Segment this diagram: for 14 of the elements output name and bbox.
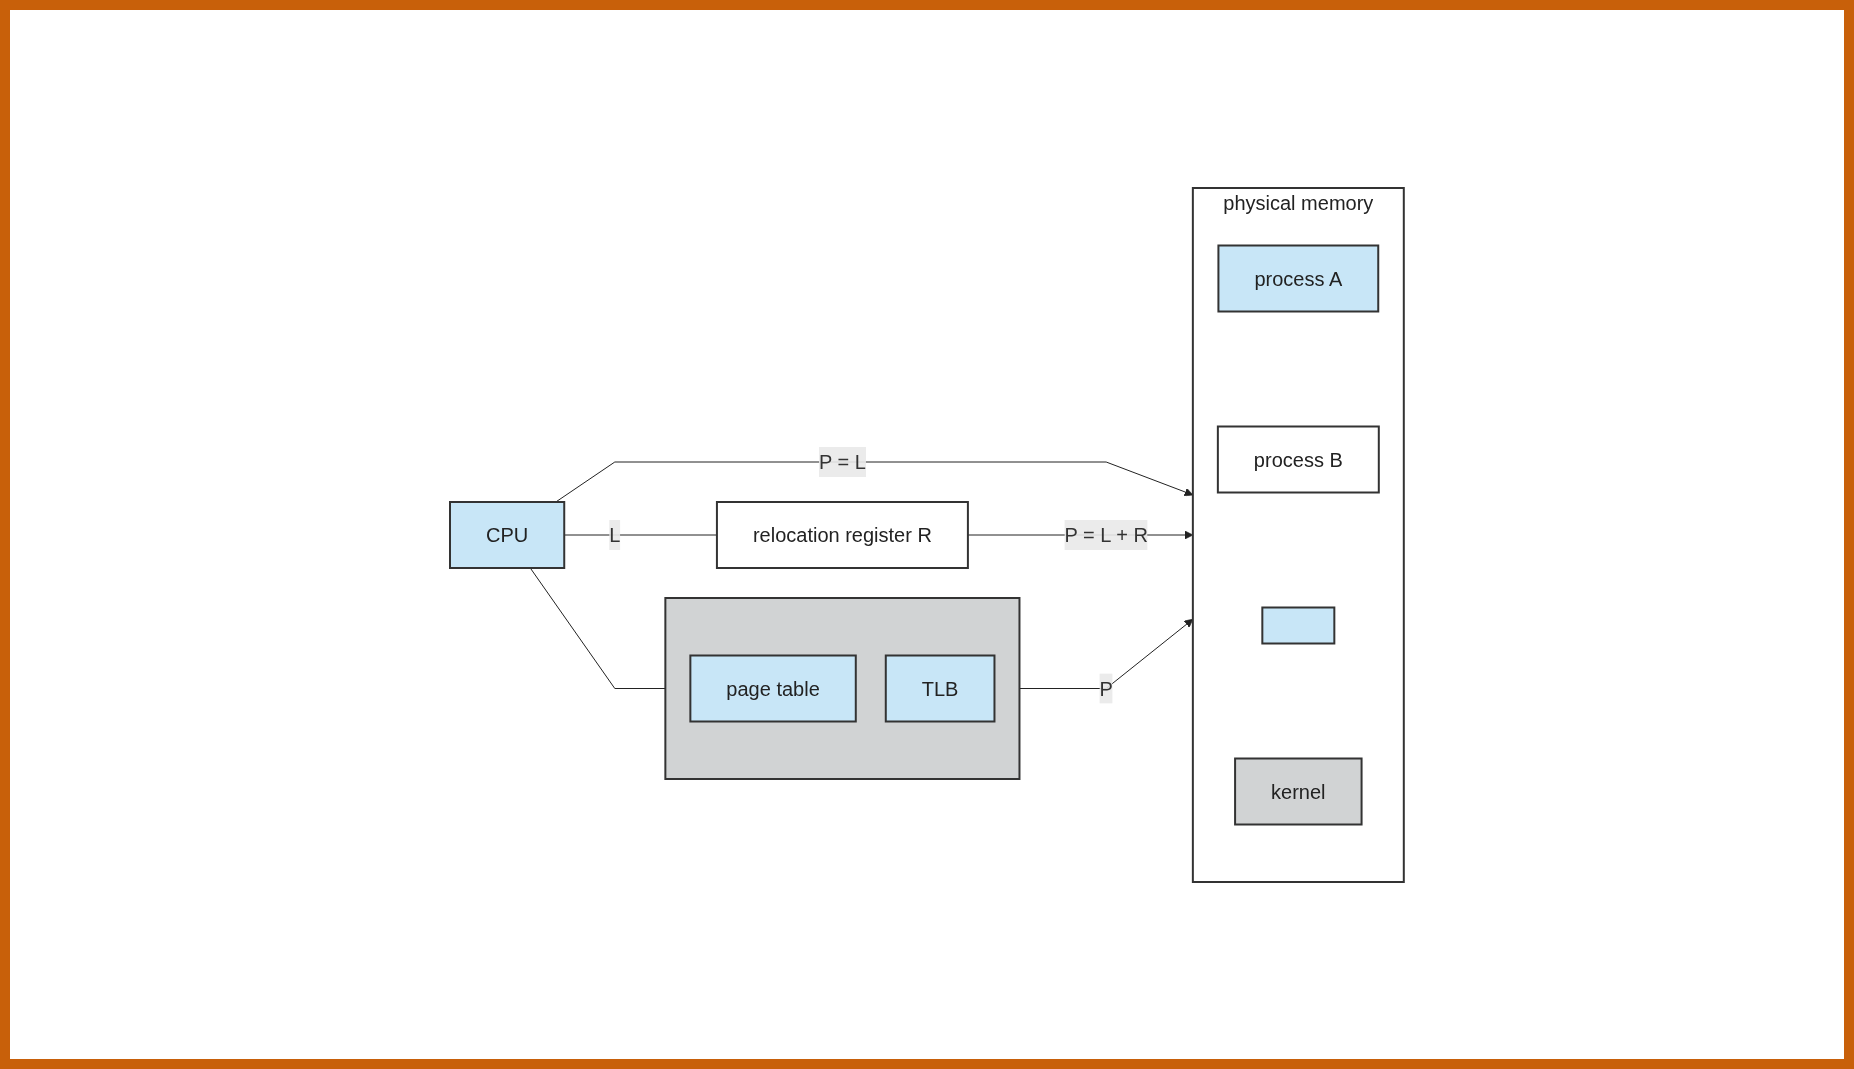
cluster (664, 596, 1021, 780)
node-box: TLB (884, 654, 996, 722)
edge-label: P (1099, 677, 1113, 699)
node-box: process A (1217, 244, 1380, 312)
node-box: process B (1216, 425, 1380, 493)
edge-label: L (609, 523, 621, 546)
edge-label: P = L + R (1064, 523, 1148, 546)
node-box: relocation register R (716, 500, 969, 569)
node-box (1261, 606, 1336, 644)
node-box: page table (689, 654, 857, 722)
edge-label: P = L (819, 450, 866, 473)
node-box: CPU (449, 500, 566, 569)
connector (529, 567, 666, 689)
node-box: kernel (1234, 757, 1363, 825)
